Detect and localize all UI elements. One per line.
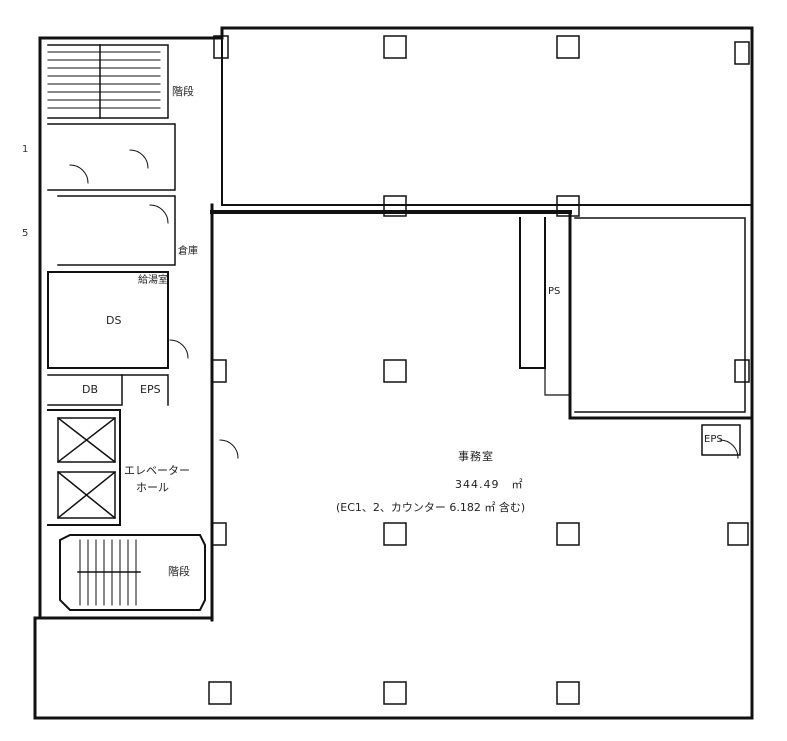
upper-stair: [47, 44, 161, 119]
side-mark-lower: 5: [22, 228, 29, 239]
columns: [208, 35, 750, 705]
right-room-wall: [568, 210, 754, 420]
elevator-hall-label-line2: ホール: [136, 481, 169, 494]
office-area: 344.49 ㎡: [455, 478, 524, 491]
db-label: DB: [82, 383, 99, 396]
restroom-label: 給湯室: [138, 275, 168, 286]
office-label: 事務室: [458, 450, 494, 463]
lower-stair-label: 階段: [168, 565, 190, 578]
elevator-hall-label-line1: エレベーター: [124, 464, 190, 477]
eps-label: EPS: [140, 383, 161, 396]
outer-wall: [33, 26, 754, 720]
storage-label: 倉庫: [178, 246, 198, 257]
eps-right-label: EPS: [704, 434, 723, 445]
column-strip-label: PS: [548, 286, 561, 297]
upper-stair-label: 階段: [172, 85, 194, 98]
ds-label: DS: [106, 314, 122, 327]
side-mark-upper: 1: [22, 144, 29, 155]
lower-stair: [59, 534, 206, 611]
counter-strip: [519, 217, 546, 369]
top-right-room-wall: [221, 27, 753, 206]
office-note: (EC1、2、カウンター 6.182 ㎡ 含む): [336, 501, 526, 514]
